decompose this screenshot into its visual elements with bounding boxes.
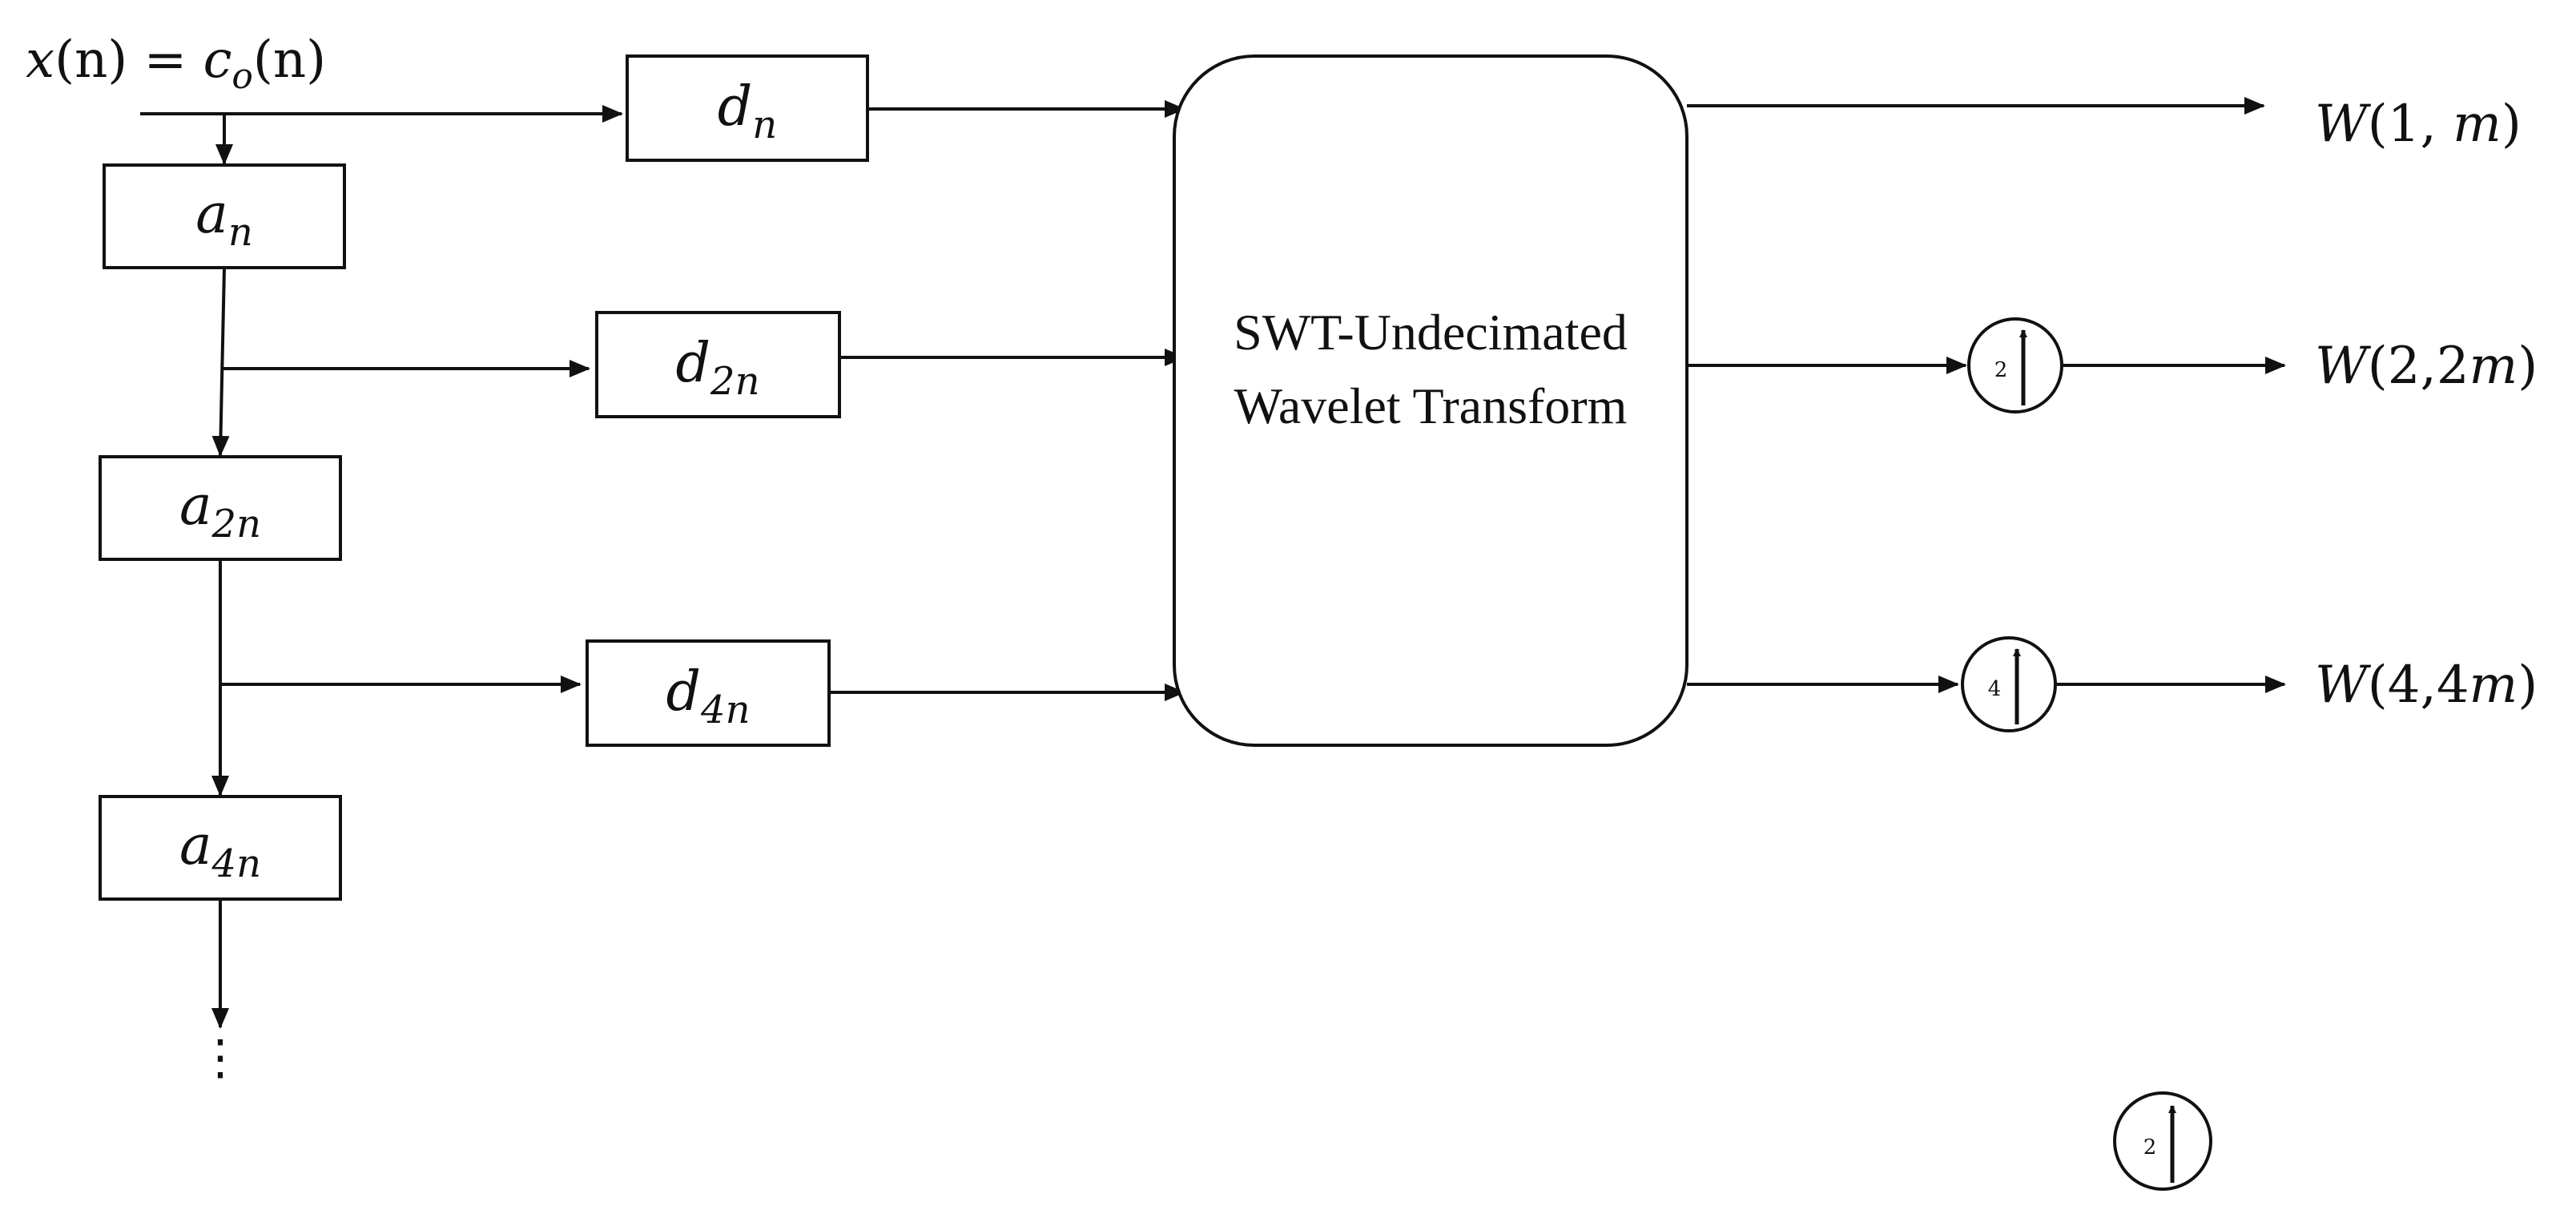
detail-box-d2n: d2n bbox=[595, 311, 841, 418]
svg-text:a2n: a2n bbox=[179, 474, 261, 547]
svg-text:a4n: a4n bbox=[179, 814, 261, 886]
svg-text:d2n: d2n bbox=[676, 332, 760, 404]
svg-text:d4n: d4n bbox=[666, 660, 751, 732]
transform-title-line1: SWT-Undecimated bbox=[1234, 304, 1628, 361]
swt-transform-block: SWT-Undecimated Wavelet Transform bbox=[1173, 54, 1688, 747]
continuation-dots: ⋮ bbox=[196, 1030, 244, 1086]
an-to-a2n-arrow bbox=[211, 267, 230, 457]
svg-text:2: 2 bbox=[2143, 1135, 2157, 1160]
approx-box-an: an bbox=[103, 163, 346, 269]
svg-text:an: an bbox=[195, 183, 252, 255]
upsampler-2: 2 bbox=[1967, 317, 2063, 413]
svg-text:dn: dn bbox=[718, 75, 777, 147]
upsampler-legend: 2 bbox=[2113, 1091, 2212, 1191]
detail-box-d4n: d4n bbox=[586, 639, 831, 747]
output-w4-label: W(4,4m) bbox=[2315, 655, 2538, 715]
svg-text:4: 4 bbox=[1988, 677, 2002, 701]
output-w2-label: W(2,2m) bbox=[2315, 337, 2538, 396]
transform-title-line2: Wavelet Transform bbox=[1234, 377, 1628, 434]
upsampler-4: 4 bbox=[1961, 636, 2057, 732]
svg-text:2: 2 bbox=[1994, 358, 2008, 382]
approx-box-a2n: a2n bbox=[99, 455, 342, 561]
input-signal-label: x(n) = co(n) bbox=[26, 30, 326, 97]
detail-box-dn: dn bbox=[626, 54, 869, 162]
approx-box-a4n: a4n bbox=[99, 795, 342, 901]
output-w1-label: W(1, m) bbox=[2315, 95, 2522, 154]
